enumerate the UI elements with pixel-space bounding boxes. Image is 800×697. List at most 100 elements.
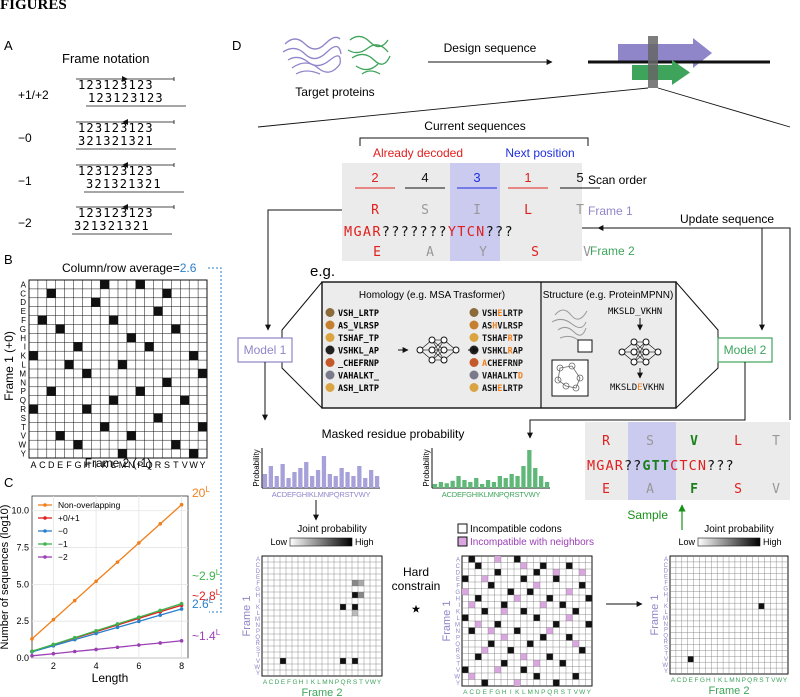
joint-matrix-cell — [546, 595, 553, 602]
chart-point — [115, 622, 120, 626]
updated-frame-1-residue: V — [690, 434, 698, 449]
joint-matrix-cell — [514, 627, 521, 634]
joint-matrix-cell — [358, 580, 364, 586]
nn-node — [642, 338, 650, 346]
updated-frame-1-residue: R — [602, 434, 610, 449]
matrix-col-letter: R — [155, 460, 162, 470]
probability-bar — [432, 484, 438, 488]
scan-order-number: 2 — [371, 170, 378, 185]
chart-point — [94, 631, 98, 636]
joint-matrix-row-letter: T — [664, 651, 668, 657]
joint-matrix-cell — [687, 656, 694, 663]
chart-x-axis-label: Length — [92, 671, 129, 685]
joint-matrix-row-letter: I — [666, 598, 668, 604]
masked-residue-probability-label: Masked residue probability — [322, 427, 465, 441]
joint-matrix-x-label: Frame 2 — [709, 685, 750, 697]
msa-output-sequence: ASHVLRSP — [482, 322, 523, 332]
joint-matrix-cell — [533, 660, 540, 667]
joint-matrix-col-letter: N — [735, 677, 740, 684]
joint-matrix-row-letter: T — [256, 653, 260, 659]
joint-matrix-row-letter: R — [256, 641, 261, 647]
joint-matrix-x-label: Frame 2 — [302, 687, 343, 697]
chart-legend-point — [43, 503, 47, 507]
arrow-to-model-1 — [265, 209, 342, 331]
matrix-x-label: Frame 2 (-1) — [85, 456, 152, 470]
matrix-row-letter: E — [21, 307, 26, 316]
joint-matrix-col-letter: Q — [747, 677, 752, 684]
joint-matrix-col-letter: E — [483, 689, 488, 696]
joint-probability-legend-title: Joint probability — [297, 524, 366, 535]
joint-matrix-cell — [585, 621, 592, 628]
joint-matrix-col-letter: V — [574, 689, 579, 696]
joint-matrix-col-letter: G — [292, 679, 297, 686]
joint-matrix-cell — [579, 569, 586, 576]
matrix-filled-cell — [118, 449, 127, 458]
matrix-row-letter: M — [19, 369, 26, 378]
joint-matrix-col-letter: A — [671, 677, 676, 684]
joint-matrix-cell — [579, 647, 586, 654]
chart-y-axis-label: Number of sequences (log10) — [0, 505, 11, 650]
joint-probability-low-label: Low — [270, 537, 287, 547]
nn-edge — [431, 339, 445, 361]
animal-face-icon — [325, 308, 335, 317]
frame-row-bottom-digits: 321321321 — [74, 219, 150, 233]
msa-input-sequence: AS_VLRSP — [338, 322, 379, 332]
joint-matrix-col-letter: H — [299, 679, 304, 686]
updated-frame-1-residue: S — [646, 434, 654, 449]
joint-matrix-cell — [340, 604, 346, 610]
probability-bar — [438, 482, 443, 488]
msa-output-sequence: TSHAFRTP — [482, 334, 523, 344]
nn-node — [452, 346, 460, 354]
protein-structure-icon — [551, 309, 588, 341]
chart-point — [115, 645, 120, 650]
probability-bar — [491, 482, 497, 488]
joint-matrix-row-letter: N — [664, 622, 668, 628]
joint-matrix-col-letter: Y — [587, 689, 592, 696]
matrix-col-letter: D — [48, 460, 55, 470]
update-sequence-arrow — [597, 225, 791, 420]
joint-matrix-row-letter: D — [456, 571, 461, 577]
joint-matrix-row-letter: D — [256, 569, 261, 575]
chart-series-line — [31, 603, 182, 652]
joint-matrix-cell — [540, 601, 547, 608]
probability-bar — [468, 482, 473, 488]
structure-title: Structure (e.g. ProteinMPNN) — [543, 290, 674, 301]
model-2-label: Model 2 — [724, 343, 767, 357]
joint-matrix-cell — [501, 601, 508, 608]
matrix-row-letter: W — [18, 441, 26, 450]
already-decoded-label: Already decoded — [373, 146, 463, 160]
joint-matrix-cell — [579, 582, 586, 589]
joint-matrix-cell — [280, 658, 286, 664]
next-position-highlight — [450, 163, 500, 261]
matrix-row-letter: V — [21, 432, 27, 441]
frame-row-top-digits: 123123123 — [78, 121, 154, 135]
joint-matrix-cell — [494, 569, 501, 576]
joint-matrix-cell — [468, 627, 475, 634]
matrix-col-letter: E — [57, 460, 63, 470]
joint-matrix-col-letter: A — [463, 689, 468, 696]
joint-matrix-col-letter: P — [541, 689, 545, 696]
matrix-col-letter: A — [30, 460, 36, 470]
chart-point — [137, 643, 141, 647]
scan-order-number: 5 — [576, 170, 583, 185]
matrix-row-letter: G — [20, 325, 26, 334]
current-sequences-bracket — [359, 137, 589, 146]
joint-matrix-cell — [352, 610, 358, 616]
animal-face-icon — [325, 383, 335, 392]
matrix-row-letter: H — [20, 334, 26, 343]
joint-matrix-row-letter: G — [663, 586, 668, 592]
joint-matrix-cell — [585, 595, 592, 602]
matrix-row-letter: S — [21, 414, 26, 423]
probability-bar — [268, 466, 273, 488]
probability-bar — [450, 480, 455, 488]
matrix-filled-cell — [82, 369, 92, 378]
joint-probability-low-label: Low — [678, 537, 695, 547]
joint-matrix-col-letter: I — [713, 677, 715, 684]
joint-matrix-cell — [533, 673, 540, 680]
joint-matrix-row-letter: T — [456, 662, 460, 668]
joint-matrix-row-letter: V — [456, 668, 460, 674]
matrix-filled-cell — [171, 440, 181, 450]
matrix-filled-cell — [91, 297, 101, 307]
incompatible-neighbors-swatch — [457, 536, 468, 547]
probability-bar — [456, 476, 461, 488]
